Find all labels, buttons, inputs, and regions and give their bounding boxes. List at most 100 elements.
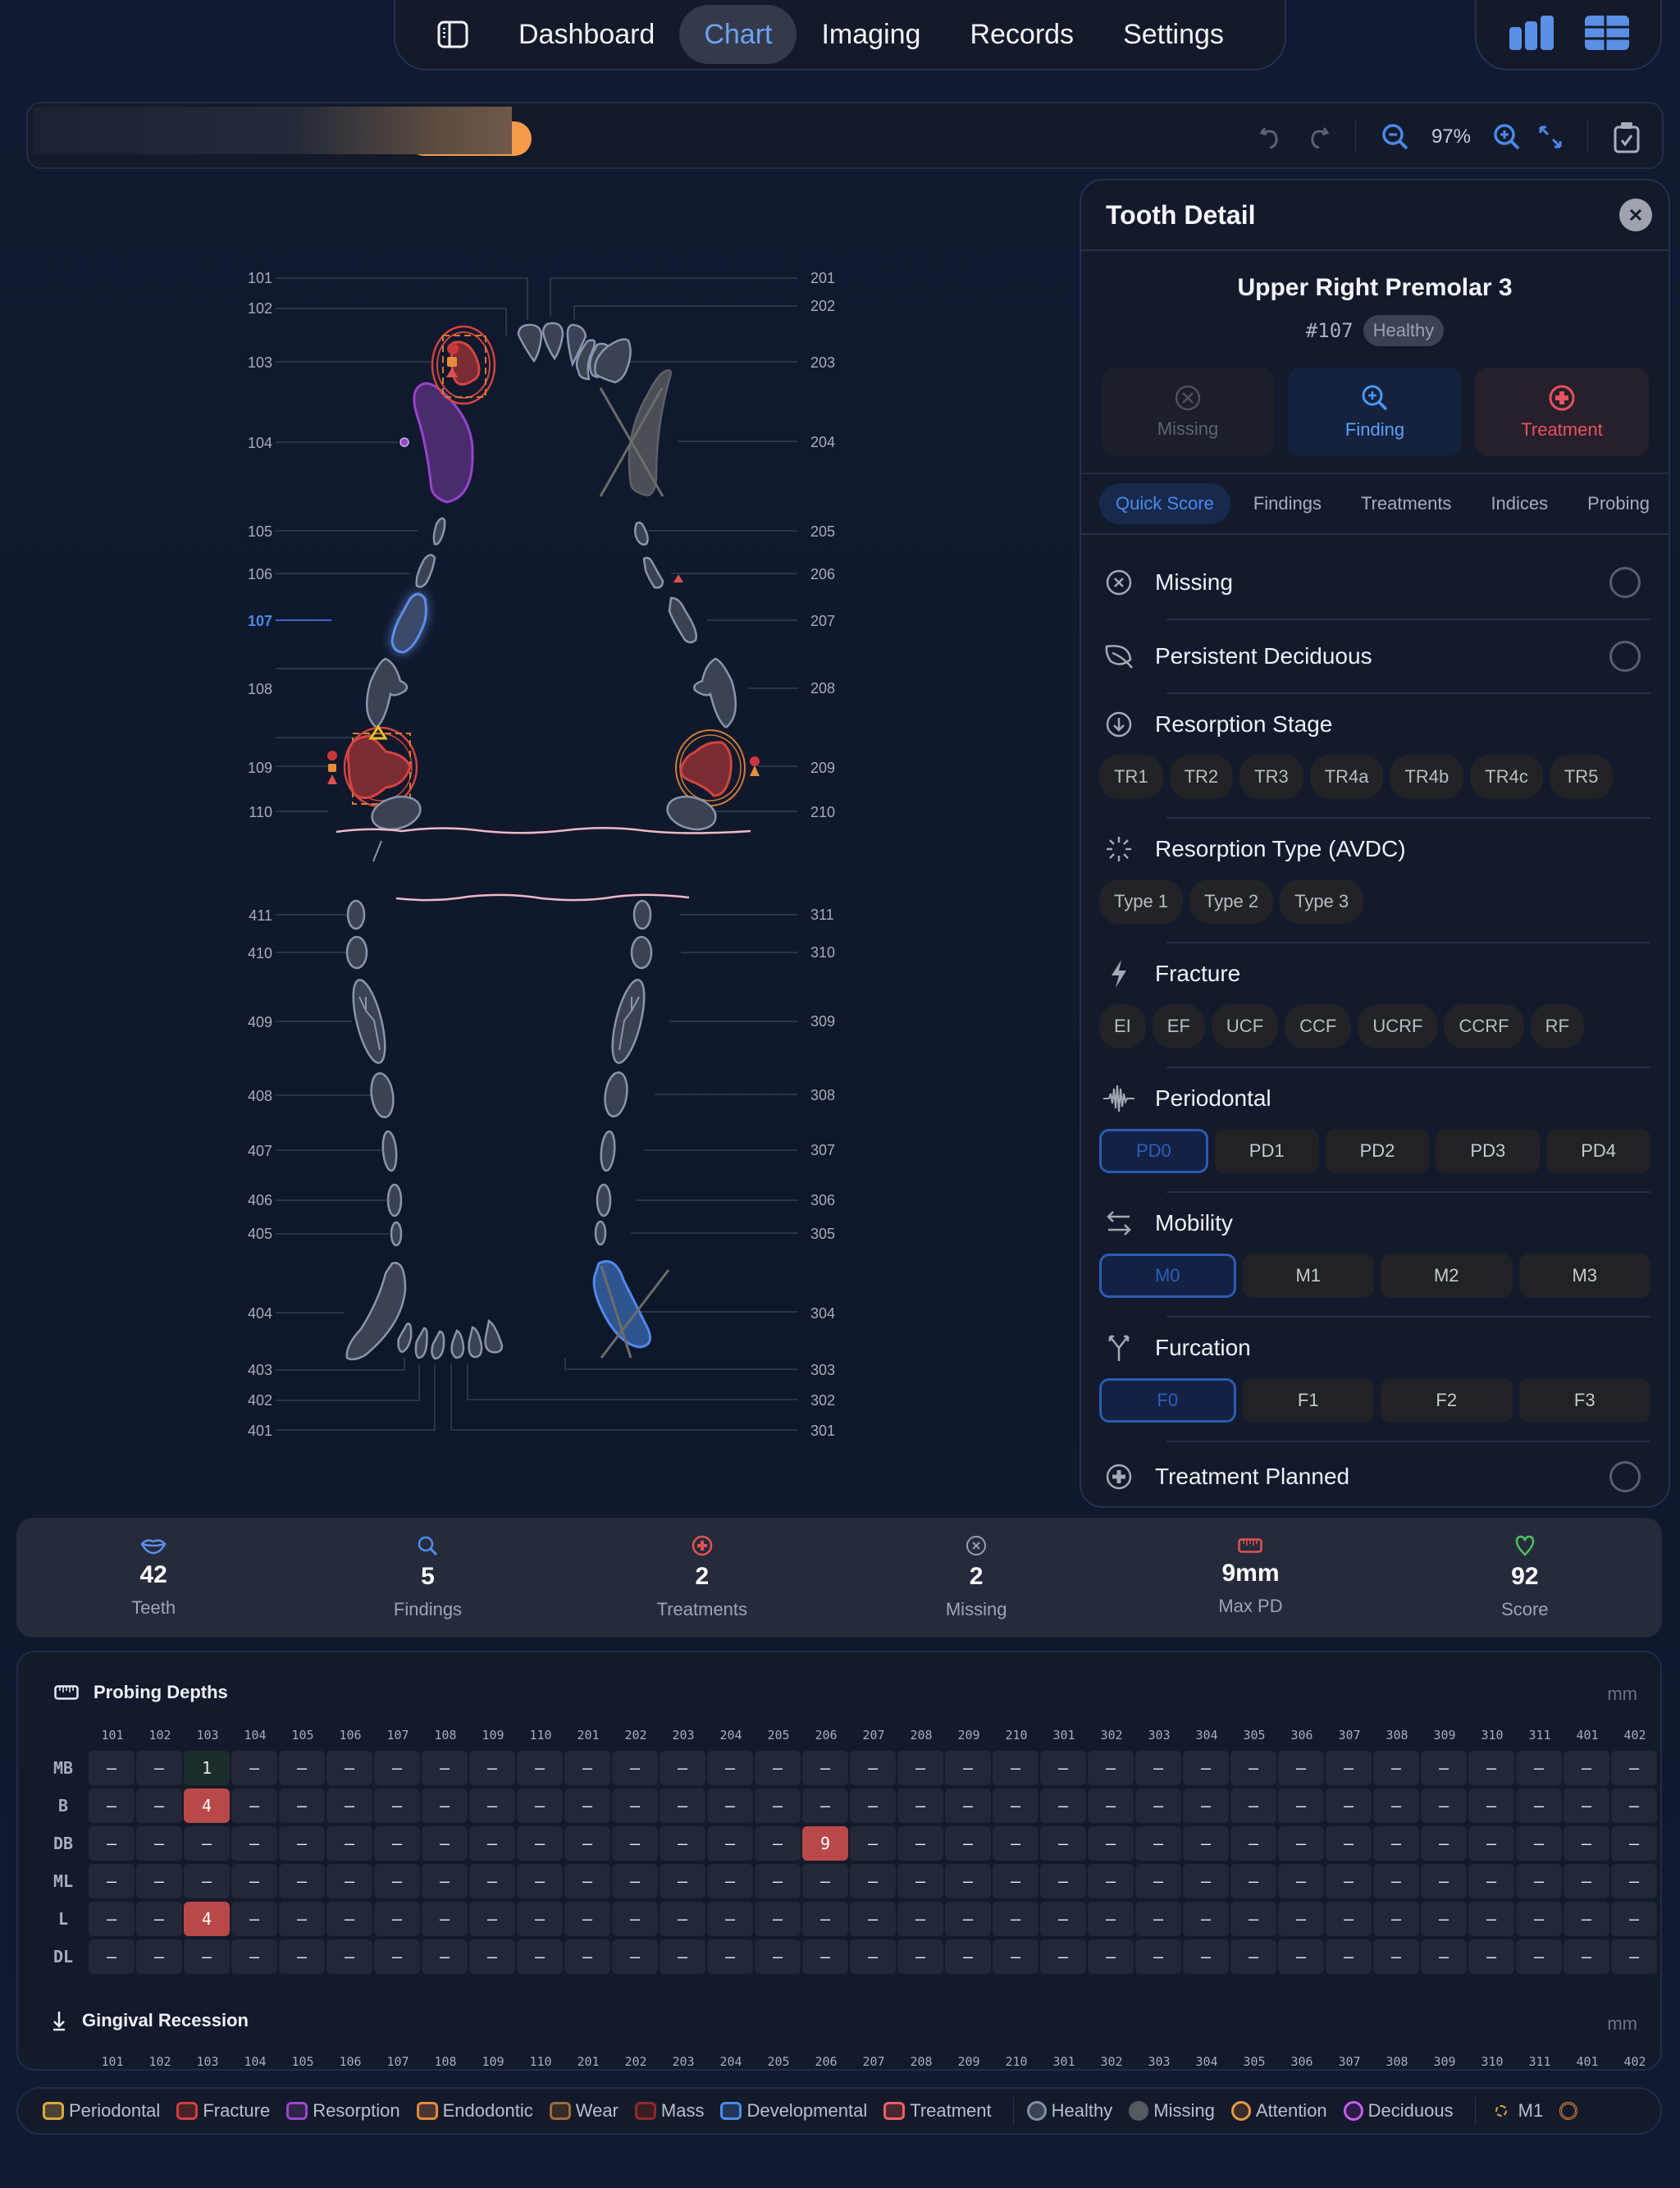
probing-cell[interactable]: – xyxy=(1468,1751,1514,1785)
probing-cell[interactable]: – xyxy=(945,1939,991,1974)
probing-cell[interactable]: – xyxy=(1278,1902,1324,1936)
probing-cell[interactable]: – xyxy=(850,1939,896,1974)
probing-cell[interactable]: – xyxy=(231,1826,277,1861)
probing-cell[interactable]: – xyxy=(755,1788,801,1823)
option-f1[interactable]: F1 xyxy=(1242,1378,1374,1423)
probing-cell[interactable]: – xyxy=(1611,1902,1657,1936)
probing-cell[interactable]: – xyxy=(1278,1826,1324,1861)
probing-cell[interactable]: – xyxy=(850,1788,896,1823)
probing-cell[interactable]: – xyxy=(1135,1751,1181,1785)
probing-cell[interactable]: – xyxy=(1230,1788,1276,1823)
persistent-deciduous-radio[interactable] xyxy=(1609,641,1641,672)
probing-cell[interactable]: – xyxy=(1183,1751,1229,1785)
probing-cell[interactable]: – xyxy=(1040,1751,1086,1785)
probing-cell[interactable]: – xyxy=(1135,1864,1181,1898)
chip-ccrf[interactable]: CCRF xyxy=(1444,1004,1524,1048)
probing-cell[interactable]: – xyxy=(660,1864,705,1898)
probing-cell[interactable]: – xyxy=(1135,1939,1181,1974)
probing-cell[interactable]: – xyxy=(89,1751,135,1785)
chip-tr5[interactable]: TR5 xyxy=(1549,755,1614,799)
probing-cell[interactable]: – xyxy=(1564,1864,1609,1898)
probing-cell[interactable]: – xyxy=(374,1826,420,1861)
probing-cell[interactable]: – xyxy=(1183,1902,1229,1936)
probing-cell[interactable]: – xyxy=(89,1902,135,1936)
probing-cell[interactable]: 4 xyxy=(184,1902,230,1936)
probing-cell[interactable]: – xyxy=(802,1939,848,1974)
probing-cell[interactable]: – xyxy=(1564,1902,1609,1936)
probing-cell[interactable]: – xyxy=(184,1826,230,1861)
probing-cell[interactable]: – xyxy=(1564,1751,1609,1785)
probing-cell[interactable]: – xyxy=(1516,1864,1562,1898)
probing-cell[interactable]: – xyxy=(279,1902,325,1936)
probing-cell[interactable]: – xyxy=(1088,1826,1134,1861)
probing-cell[interactable]: – xyxy=(1278,1751,1324,1785)
treatment-planned-radio[interactable] xyxy=(1609,1461,1641,1492)
probing-cell[interactable]: – xyxy=(1183,1864,1229,1898)
chip-rf[interactable]: RF xyxy=(1530,1004,1584,1048)
tab-records[interactable]: Records xyxy=(970,18,1075,50)
probing-cell[interactable]: – xyxy=(850,1826,896,1861)
probing-cell[interactable]: – xyxy=(1326,1902,1372,1936)
probing-cell[interactable]: – xyxy=(1468,1826,1514,1861)
probing-cell[interactable]: – xyxy=(1088,1751,1134,1785)
probing-cell[interactable]: – xyxy=(469,1902,515,1936)
probing-cell[interactable]: – xyxy=(1516,1751,1562,1785)
probing-cell[interactable]: – xyxy=(707,1788,753,1823)
probing-cell[interactable]: – xyxy=(1611,1826,1657,1861)
probing-cell[interactable]: – xyxy=(850,1751,896,1785)
probing-cell[interactable]: – xyxy=(517,1864,563,1898)
probing-cell[interactable]: – xyxy=(1135,1826,1181,1861)
probing-cell[interactable]: – xyxy=(1611,1788,1657,1823)
probing-cell[interactable]: – xyxy=(1040,1826,1086,1861)
probing-cell[interactable]: – xyxy=(660,1902,705,1936)
probing-cell[interactable]: – xyxy=(1040,1939,1086,1974)
subtab-treatments[interactable]: Treatments xyxy=(1360,493,1452,514)
subtab-probing[interactable]: Probing xyxy=(1587,493,1650,514)
probing-cell[interactable]: – xyxy=(1230,1902,1276,1936)
probing-cell[interactable]: – xyxy=(89,1864,135,1898)
probing-cell[interactable]: – xyxy=(326,1788,372,1823)
chip-type-3[interactable]: Type 3 xyxy=(1280,879,1364,924)
probing-cell[interactable]: – xyxy=(1183,1939,1229,1974)
probing-cell[interactable]: – xyxy=(89,1939,135,1974)
probing-cell[interactable]: – xyxy=(707,1939,753,1974)
probing-cell[interactable]: – xyxy=(993,1902,1039,1936)
probing-cell[interactable]: – xyxy=(660,1826,705,1861)
probing-cell[interactable]: – xyxy=(1468,1939,1514,1974)
probing-cell[interactable]: – xyxy=(1183,1788,1229,1823)
probing-cell[interactable]: – xyxy=(1183,1826,1229,1861)
probing-cell[interactable]: – xyxy=(374,1902,420,1936)
probing-cell[interactable]: – xyxy=(184,1939,230,1974)
probing-cell[interactable]: – xyxy=(564,1902,610,1936)
chip-ccf[interactable]: CCF xyxy=(1285,1004,1352,1048)
option-m1[interactable]: M1 xyxy=(1242,1254,1374,1298)
probing-cell[interactable]: – xyxy=(469,1751,515,1785)
probing-cell[interactable]: – xyxy=(1373,1902,1419,1936)
treatment-planned-row[interactable]: Treatment Planned xyxy=(1099,1442,1650,1506)
probing-cell[interactable]: – xyxy=(1516,1939,1562,1974)
probing-cell[interactable]: – xyxy=(422,1902,468,1936)
probing-cell[interactable]: – xyxy=(1421,1788,1467,1823)
probing-cell[interactable]: – xyxy=(136,1751,182,1785)
probing-cell[interactable]: – xyxy=(1088,1939,1134,1974)
probing-cell[interactable]: – xyxy=(707,1902,753,1936)
probing-cell[interactable]: – xyxy=(802,1788,848,1823)
option-m2[interactable]: M2 xyxy=(1381,1254,1513,1298)
probing-cell[interactable]: – xyxy=(707,1826,753,1861)
probing-cell[interactable]: – xyxy=(374,1939,420,1974)
undo-button[interactable] xyxy=(1253,116,1291,158)
probing-cell[interactable]: – xyxy=(279,1864,325,1898)
probing-cell[interactable]: – xyxy=(802,1751,848,1785)
probing-cell[interactable]: – xyxy=(517,1939,563,1974)
chip-ucrf[interactable]: UCRF xyxy=(1358,1004,1438,1048)
probing-cell[interactable]: – xyxy=(1230,1939,1276,1974)
probing-cell[interactable]: – xyxy=(755,1939,801,1974)
probing-cell[interactable]: – xyxy=(1611,1939,1657,1974)
chip-tr4c[interactable]: TR4c xyxy=(1470,755,1543,799)
probing-cell[interactable]: – xyxy=(1230,1864,1276,1898)
probing-cell[interactable]: – xyxy=(326,1902,372,1936)
probing-cell[interactable]: – xyxy=(564,1864,610,1898)
zoom-out-button[interactable] xyxy=(1376,116,1415,158)
table-view-button[interactable] xyxy=(1585,15,1629,54)
probing-cell[interactable]: – xyxy=(517,1826,563,1861)
